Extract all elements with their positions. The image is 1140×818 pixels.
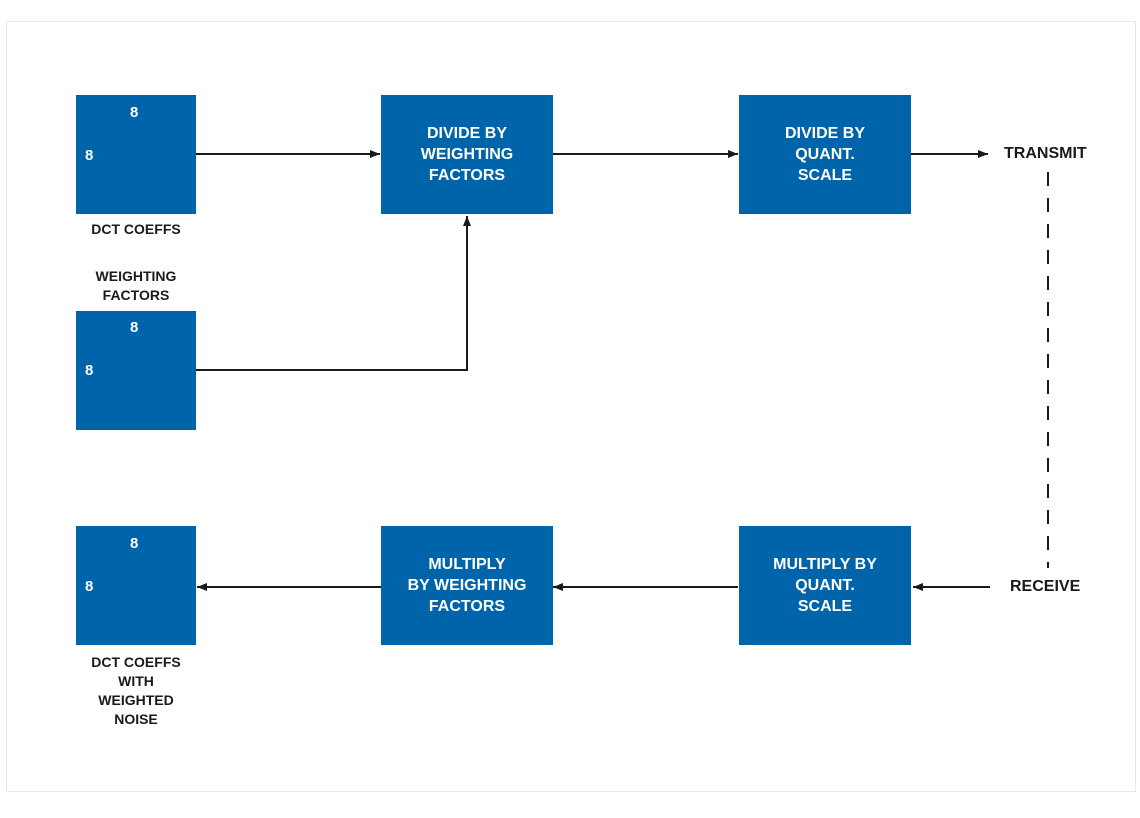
weighting-factors-caption: WEIGHTING FACTORS xyxy=(95,268,177,303)
matrix-rows-label: 8 xyxy=(85,578,94,595)
output-caption: DCT COEFFS WITH WEIGHTED NOISE xyxy=(91,654,181,727)
matrix-cols-label: 8 xyxy=(130,535,139,552)
multiply-by-quant-scale-block: MULTIPLY BY QUANT. SCALE xyxy=(739,526,911,645)
dct-coeffs-matrix: 8 8 xyxy=(76,95,196,214)
matrix-cols-label: 8 xyxy=(130,104,139,121)
dct-coeffs-caption: DCT COEFFS xyxy=(91,221,181,237)
matrix-rows-label: 8 xyxy=(85,147,94,164)
divide-by-weighting-factors-block: DIVIDE BY WEIGHTING FACTORS xyxy=(381,95,553,214)
matrix-rows-label: 8 xyxy=(85,362,94,379)
divide-by-quant-scale-block: DIVIDE BY QUANT. SCALE xyxy=(739,95,911,214)
transmit-label: TRANSMIT xyxy=(1004,145,1087,162)
weighting-factors-matrix: 8 8 xyxy=(76,311,196,430)
output-matrix: 8 8 xyxy=(76,526,196,645)
receive-label: RECEIVE xyxy=(1010,578,1081,595)
matrix-cols-label: 8 xyxy=(130,319,139,336)
multiply-by-weighting-factors-block: MULTIPLY BY WEIGHTING FACTORS xyxy=(381,526,553,645)
arrow-weighting-to-divide-weighting xyxy=(196,216,471,371)
